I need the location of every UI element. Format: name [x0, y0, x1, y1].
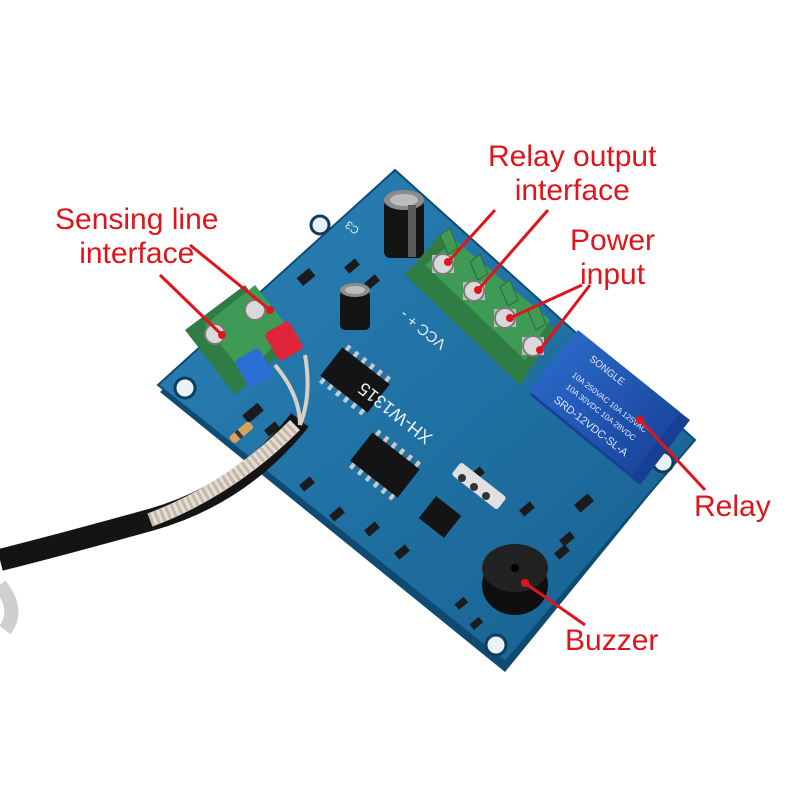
relay-output-line-1: Relay output: [488, 140, 657, 173]
terminal-screws-right: [432, 253, 544, 357]
buzzer-component: [482, 544, 548, 615]
ic-chip-small: [418, 496, 462, 538]
relay-output-label: Relay output interface: [488, 140, 656, 208]
pcb-board: [156, 168, 697, 672]
relay-output-line-2: interface: [514, 174, 630, 207]
terminal-block-right: [405, 227, 555, 385]
sensor-cable: [0, 354, 310, 635]
power-input-label: Power input: [570, 224, 655, 292]
power-input-line-1: Power: [570, 224, 656, 257]
power-input-line-2: input: [579, 258, 646, 291]
ic-chip-lower: [348, 429, 422, 501]
sensing-line-label: Sensing line interface: [55, 203, 218, 271]
capacitor-large: [384, 190, 424, 258]
relay-label: Relay: [694, 490, 771, 523]
capacitor-small: [340, 283, 370, 330]
sensing-line-line-2: interface: [79, 237, 195, 270]
diode: [229, 421, 253, 443]
header-pads: [452, 463, 506, 509]
sensing-line-line-1: Sensing line: [55, 203, 219, 236]
relay-component: SONGLE 10A 250VAC 10A 125VAC 10A 30VDC 1…: [528, 330, 690, 485]
buzzer-label: Buzzer: [565, 624, 659, 657]
annotation-dots: [218, 258, 644, 587]
ic-chip-upper: [318, 344, 392, 416]
annotation-arrows: [158, 208, 707, 627]
